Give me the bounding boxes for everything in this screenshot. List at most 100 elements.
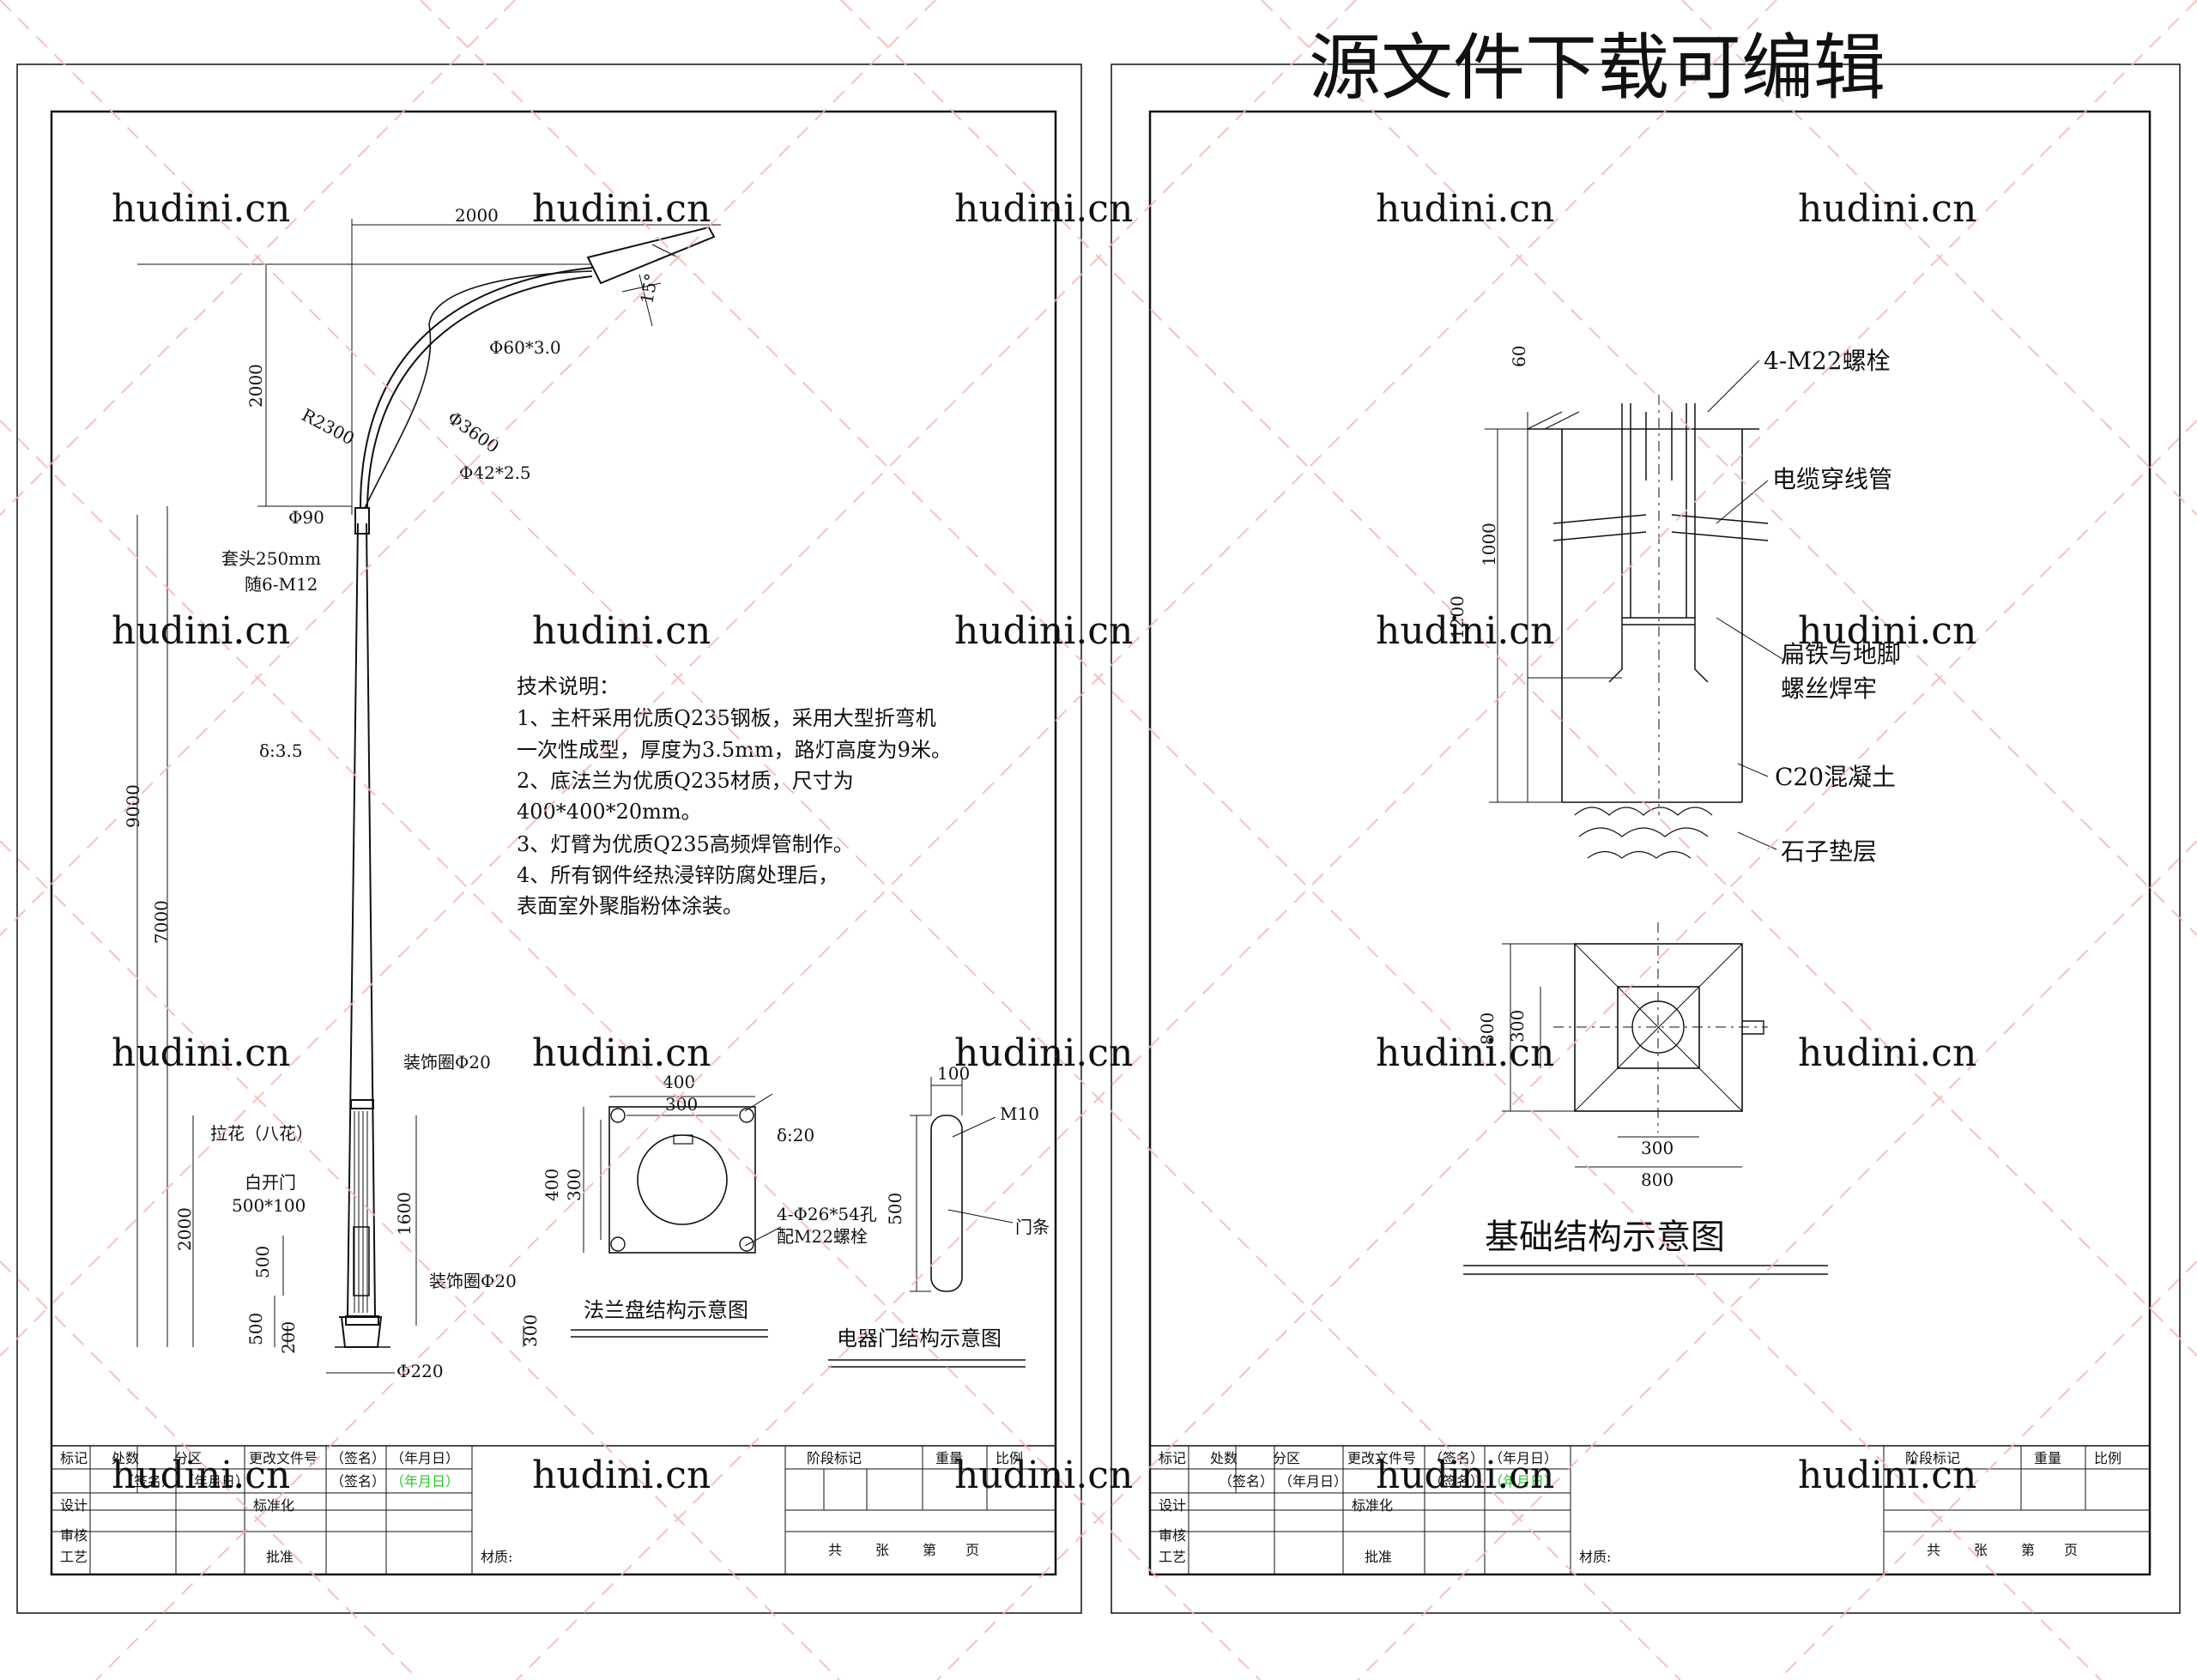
dim-1200: 1200 [1447,595,1468,639]
dim-total-height: 9000 [123,784,143,828]
watermark-text: hudini.cn [954,1453,1133,1497]
pole-elevation [136,219,721,1374]
note-line-1: 1、主杆采用优质Q235钢板，采用大型折弯机 [517,706,936,730]
watermark-text: hudini.cn [532,1031,711,1075]
concrete-label: C20混凝土 [1775,763,1896,791]
flange-outer-width: 400 [663,1072,695,1092]
tb-l-design: 设计 [60,1497,88,1514]
tb-r-sign2: （签名） [1219,1473,1274,1490]
plan-dim-800-h: 800 [1641,1169,1673,1190]
watermark-text: hudini.cn [1376,1031,1554,1075]
door-size: 500*100 [232,1195,306,1216]
dim-base-500: 500 [245,1313,266,1345]
tb-r-scale: 比例 [2094,1450,2121,1466]
tb-r-sign3: （签名） [1429,1473,1484,1490]
watermark-text: hudini.cn [1798,187,1976,231]
flange-plate-diagram: 400 300 400 300 δ:20 4-Φ26*54孔 配M22螺栓 法兰… [542,1072,877,1338]
watermark-text: hudini.cn [112,1453,290,1497]
dim-1000: 1000 [1479,523,1499,566]
conduit-label: 电缆穿线管 [1772,465,1892,493]
watermark-text: hudini.cn [532,187,711,231]
tb-r-design: 设计 [1159,1497,1186,1514]
notes-title: 技术说明： [517,674,620,698]
tb-r-approve: 批准 [1365,1549,1392,1565]
watermark-text: hudini.cn [954,187,1133,231]
tb-l-date3: （年月日） [390,1473,459,1490]
tb-r-zone: 分区 [1273,1450,1300,1466]
plan-dim-300-v: 300 [1507,1010,1528,1042]
tb-l-approve: 批准 [266,1549,294,1565]
watermark-text: hudini.cn [112,609,290,653]
watermark-text: hudini.cn [1376,609,1554,653]
tb-r-date2: （年月日） [1279,1473,1347,1490]
watermark-text: hudini.cn [532,1453,711,1497]
fluting-label: 拉花（八花） [210,1123,313,1144]
tb-r-material: 材质: [1579,1549,1611,1565]
tb-r-marker: 标记 [1159,1450,1186,1466]
note-line-6: 4、所有钢件经热浸锌防腐处理后， [517,863,838,887]
dim-200: 200 [278,1321,299,1354]
dim-500: 500 [252,1246,273,1278]
tb-l-standard: 标准化 [253,1497,294,1514]
watermark-text: hudini.cn [1798,609,1976,653]
tb-l-sheets: 张 [875,1542,889,1558]
tb-r-changefile: 更改文件号 [1347,1450,1416,1466]
note-line-3: 2、底法兰为优质Q235材质，尺寸为 [517,769,854,793]
door-height-dim: 500 [885,1193,905,1225]
tb-l-count: 处数 [112,1450,139,1466]
flange-inner-height: 300 [564,1169,584,1201]
gravel-label: 石子垫层 [1781,837,1877,866]
tb-l-sign1: （签名） [330,1450,385,1466]
tb-l-marker: 标记 [60,1450,88,1466]
tb-r-sign1: （签名） [1429,1450,1484,1466]
watermark-text: hudini.cn [532,609,711,653]
dim-arc-diameter: Φ3600 [444,407,503,456]
left-title-block: 标记 处数 分区 更改文件号 （签名） （年月日） 设计 （签名） （年月日） … [51,1445,1056,1574]
ring-top-label: 装饰圈Φ20 [403,1052,491,1073]
watermark-text: hudini.cn [1376,187,1554,231]
dim-radius: R2300 [299,404,359,449]
watermark-text: hudini.cn [1376,1453,1554,1497]
watermark-text: hudini.cn [1798,1453,1976,1497]
dim-top-diameter: Φ90 [288,507,324,528]
tb-r-sheets: 张 [1974,1542,1988,1558]
tb-r-review: 审核 [1159,1527,1186,1544]
watermark-banner: 源文件下载可编辑 [1309,26,1885,110]
tb-l-sign2: （签名） [120,1473,175,1490]
dim-lower-height: 2000 [174,1207,195,1251]
weld-label-2: 螺丝焊牢 [1781,674,1877,703]
technical-notes: 技术说明： 1、主杆采用优质Q235钢板，采用大型折弯机 一次性成型，厚度为3.… [517,674,952,918]
dim-arm-rise: 2000 [245,364,266,408]
tb-l-zone: 分区 [174,1450,202,1466]
note-line-4: 400*400*20mm。 [517,800,702,824]
dim-arm-tube: Φ60*3.0 [489,337,561,358]
tb-r-date1: （年月日） [1489,1450,1558,1466]
flange-inner-width: 300 [665,1094,698,1115]
foundation-caption: 基础结构示意图 [1485,1218,1725,1257]
tb-r-date3: （年月日） [1489,1473,1558,1490]
sleeve-bolts: 随6-M12 [245,574,318,595]
weld-label-1: 扁铁与地脚 [1781,640,1901,668]
tb-r-weight: 重量 [2034,1450,2061,1466]
tb-r-count: 处数 [1210,1450,1238,1466]
tb-l-page: 页 [965,1542,979,1558]
watermark-text: hudini.cn [112,1031,290,1075]
dim-brace-tube: Φ42*2.5 [459,462,531,483]
note-line-2: 一次性成型，厚度为3.5mm，路灯高度为9米。 [517,738,952,762]
right-title-block: 标记 处数 分区 更改文件号 （签名） （年月日） 设计 （签名） （年月日） … [1150,1445,2150,1574]
flange-holes: 4-Φ26*54孔 [777,1204,877,1224]
ring-bottom-label: 装饰圈Φ20 [429,1271,517,1291]
tb-l-nth: 第 [923,1542,936,1558]
left-sheet-frame [16,63,1082,1614]
pole-labels: 2000 15° Φ60*3.0 2000 R2300 Φ3600 Φ42*2.… [123,205,662,1381]
watermark-sites: hudini.cn hudini.cn hudini.cn hudini.cn … [112,187,1976,1497]
door-title: 白开门 [245,1172,296,1193]
tb-r-process: 工艺 [1159,1549,1186,1565]
flange-outer-height: 400 [542,1169,562,1201]
dim-top-60: 60 [1509,346,1529,367]
dim-arm-length: 2000 [455,205,499,226]
door-screw: M10 [1000,1103,1039,1124]
tb-l-scale: 比例 [996,1450,1023,1466]
wall-thickness: δ:3.5 [259,740,303,761]
